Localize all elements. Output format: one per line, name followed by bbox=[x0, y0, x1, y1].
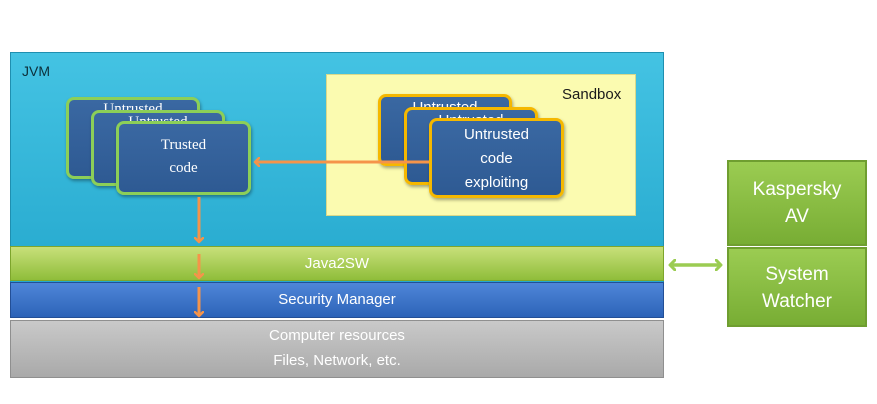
untrusted-exploiting-card: Untrusted code exploiting bbox=[429, 118, 564, 198]
computer-resources-line1: Computer resources bbox=[269, 327, 405, 344]
untrusted-exploiting-line1: Untrusted bbox=[463, 126, 530, 143]
system-watcher-line2: Watcher bbox=[761, 291, 833, 312]
trusted-code-line2: code bbox=[169, 160, 198, 176]
kaspersky-av-box: Kaspersky AV bbox=[727, 160, 867, 246]
kaspersky-av-line1: Kaspersky bbox=[752, 179, 842, 200]
java2sw-layer: Java2SW bbox=[10, 246, 664, 281]
untrusted-exploiting-line2: code bbox=[480, 150, 513, 167]
sandbox-label: Sandbox bbox=[562, 86, 622, 103]
security-manager-layer: Security Manager bbox=[10, 282, 664, 318]
computer-resources-layer: Computer resources Files, Network, etc. bbox=[10, 320, 664, 378]
system-watcher-line1: System bbox=[765, 264, 829, 285]
jvm-label: JVM bbox=[22, 63, 50, 79]
untrusted-exploiting-line3: exploiting bbox=[464, 174, 529, 191]
computer-resources-line2: Files, Network, etc. bbox=[273, 352, 401, 369]
trusted-code-line1: Trusted bbox=[160, 137, 207, 153]
trusted-code-card: Trusted code bbox=[116, 121, 251, 195]
kaspersky-av-line2: AV bbox=[785, 206, 809, 227]
system-watcher-box: System Watcher bbox=[727, 247, 867, 327]
